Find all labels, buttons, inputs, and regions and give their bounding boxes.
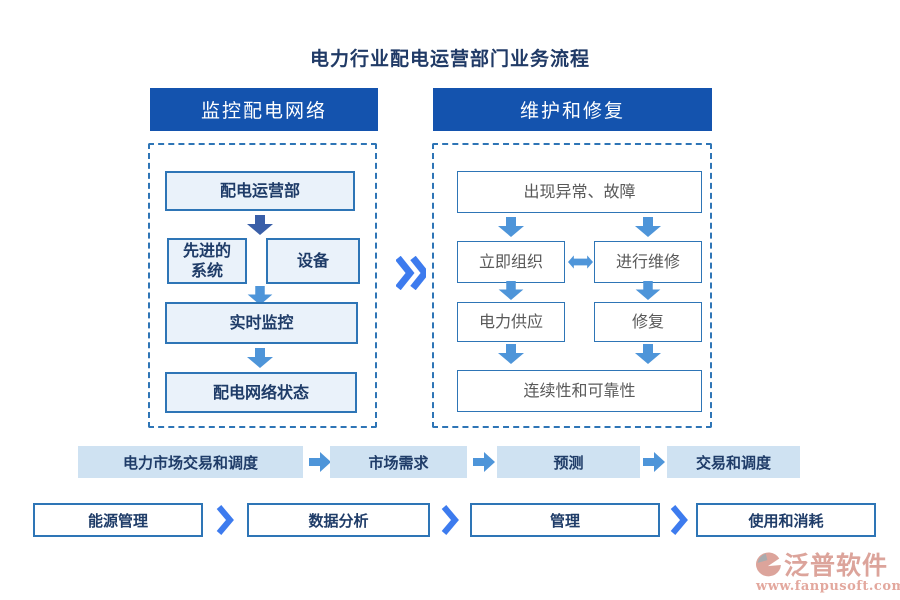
brand-logo: 泛普软件 www.fanpusoft.com — [756, 550, 900, 594]
arrow-down-icon — [498, 281, 524, 300]
brand-name: 泛普软件 — [784, 550, 889, 580]
node-power-supply: 电力供应 — [457, 302, 565, 342]
node-fault: 出现异常、故障 — [457, 171, 702, 213]
arrow-down-icon — [498, 217, 524, 237]
arrow-right-icon — [473, 452, 495, 472]
advanced-system-line1: 先进的 — [182, 241, 231, 260]
brand-website: www.fanpusoft.com — [756, 579, 900, 594]
logo-mark-icon — [756, 552, 782, 578]
arrow-down-icon — [247, 348, 273, 368]
chevron-right-icon — [670, 505, 688, 535]
monitor-section-header: 监控配电网络 — [150, 88, 378, 131]
arrow-down-icon — [247, 286, 273, 305]
node-usage-consumption: 使用和消耗 — [696, 503, 876, 537]
arrow-down-icon — [247, 215, 273, 235]
node-market-demand: 市场需求 — [330, 446, 467, 478]
node-advanced-system: 先进的 系统 — [167, 238, 247, 284]
node-forecast: 预测 — [497, 446, 640, 478]
node-fix: 修复 — [594, 302, 702, 342]
arrow-down-icon — [635, 281, 661, 300]
node-realtime-monitoring: 实时监控 — [165, 302, 358, 344]
chevron-right-icon — [441, 505, 459, 535]
arrow-down-icon — [635, 344, 661, 364]
arrow-right-icon — [643, 452, 665, 472]
arrow-right-icon — [309, 452, 331, 472]
maintain-flow-panel: 出现异常、故障 立即组织 进行维修 电力供应 修复 连续性和可靠性 — [432, 143, 712, 428]
monitor-flow-panel: 配电运营部 先进的 系统 设备 实时监控 配电网络状态 — [148, 143, 377, 428]
maintain-section-header: 维护和修复 — [433, 88, 712, 131]
node-management: 管理 — [470, 503, 660, 537]
node-network-status: 配电网络状态 — [165, 372, 357, 413]
node-reliability: 连续性和可靠性 — [457, 370, 702, 412]
arrow-down-icon — [635, 217, 661, 237]
page-title: 电力行业配电运营部门业务流程 — [309, 48, 590, 70]
node-data-analysis: 数据分析 — [247, 503, 430, 537]
chevron-right-icon — [216, 505, 234, 535]
node-equipment: 设备 — [266, 238, 360, 284]
double-chevron-icon — [396, 256, 426, 290]
node-energy-management: 能源管理 — [33, 503, 203, 537]
node-organize: 立即组织 — [457, 241, 565, 283]
advanced-system-line2: 系统 — [190, 261, 223, 280]
arrow-horizontal-icon — [568, 254, 593, 270]
node-trading-dispatch: 交易和调度 — [667, 446, 800, 478]
node-market-trading: 电力市场交易和调度 — [78, 446, 303, 478]
arrow-down-icon — [498, 344, 524, 364]
node-distribution-dept: 配电运营部 — [165, 171, 355, 211]
node-repair: 进行维修 — [594, 241, 702, 283]
